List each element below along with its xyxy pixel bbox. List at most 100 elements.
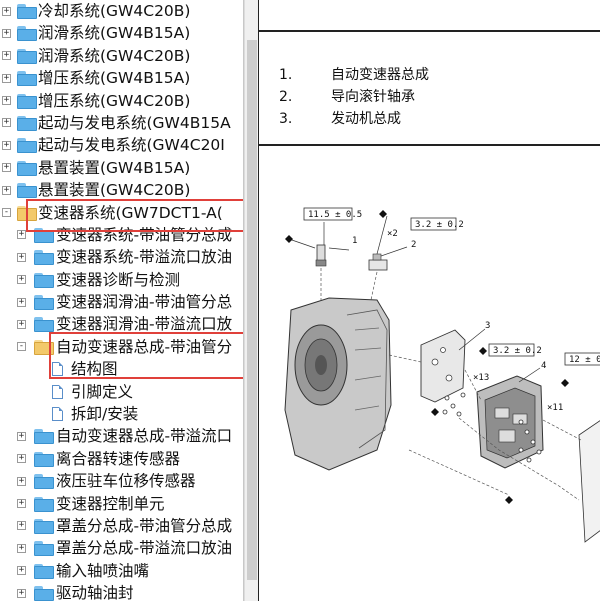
expand-toggle-icon[interactable]: + <box>17 565 26 576</box>
torque-label-text: 3.2 ± 0.2 <box>415 220 464 230</box>
part-number: 1. <box>279 67 293 83</box>
scrollbar-thumb[interactable] <box>247 40 257 580</box>
tree-item[interactable]: + 液压驻车位移传感器 <box>0 470 243 492</box>
tree-item-label: 驱动轴油封 <box>56 584 134 601</box>
folder-open-icon <box>34 339 54 355</box>
quantity-label: ×2 <box>387 229 398 239</box>
divider-top <box>259 30 600 32</box>
collapse-toggle-icon[interactable]: - <box>17 341 26 352</box>
folder-icon <box>17 26 37 42</box>
tree-item-label: 拆卸/安装 <box>71 405 139 424</box>
expand-toggle-icon[interactable]: + <box>2 72 11 83</box>
callout-number: 1 <box>352 236 357 246</box>
expand-toggle-icon[interactable]: + <box>2 162 11 173</box>
tree-item[interactable]: + 润滑系统(GW4B15A) <box>0 22 243 44</box>
tree-item-label: 输入轴喷油嘴 <box>56 561 150 580</box>
folder-icon <box>17 160 37 176</box>
expand-toggle-icon[interactable]: + <box>2 139 11 150</box>
tree-item[interactable]: 拆卸/安装 <box>0 403 243 425</box>
tree-item[interactable]: +起动与发电系统(GW4B15A <box>0 112 243 134</box>
folder-icon <box>17 115 37 131</box>
tree-item[interactable]: + 变速器润滑油-带溢流口放 <box>0 313 243 335</box>
exploded-view-diagram: 11.5 ± 0.5 3.2 ± 0.2 3.2 ± 0.2 12 ± 0. 1… <box>284 207 600 543</box>
tree-item[interactable]: + 悬置装置(GW4B15A) <box>0 157 243 179</box>
tree-item[interactable]: +离合器转速传感器 <box>0 448 243 470</box>
expand-toggle-icon[interactable]: + <box>2 27 11 38</box>
part-number: 2. <box>279 89 293 105</box>
folder-icon <box>34 474 54 490</box>
tree-item-label: 自动变速器总成-带油管分 <box>56 337 233 356</box>
expand-toggle-icon[interactable]: + <box>17 475 26 486</box>
torque-label: 12 ± 0. <box>564 352 600 366</box>
tree-item-label: 润滑系统(GW4B15A) <box>38 24 191 43</box>
folder-icon <box>34 272 54 288</box>
tree-item-label: 冷却系统(GW4C20B) <box>38 2 191 20</box>
tree-item-label: 变速器润滑油-带溢流口放 <box>56 315 233 334</box>
expand-toggle-icon[interactable]: + <box>2 95 11 106</box>
tree-item[interactable]: + 冷却系统(GW4C20B) <box>0 0 243 22</box>
tree-item-label: 悬置装置(GW4B15A) <box>38 158 191 177</box>
tree-item[interactable]: - 自动变速器总成-带油管分 <box>0 336 243 358</box>
expand-toggle-icon[interactable]: + <box>17 542 26 553</box>
folder-icon <box>34 496 54 512</box>
tree-item[interactable]: +变速器系统-带溢流口放油 <box>0 246 243 268</box>
tree-scrollbar[interactable] <box>244 0 258 601</box>
tree-item[interactable]: +变速器系统-带油管分总成 <box>0 224 243 246</box>
expand-toggle-icon[interactable]: + <box>17 453 26 464</box>
expand-toggle-icon[interactable]: + <box>17 274 26 285</box>
expand-toggle-icon[interactable]: + <box>17 318 26 329</box>
tree-item[interactable]: + 输入轴喷油嘴 <box>0 560 243 582</box>
tree-item[interactable]: + 罩盖分总成-带油管分总成 <box>0 515 243 537</box>
expand-toggle-icon[interactable]: + <box>17 587 26 598</box>
expand-toggle-icon[interactable]: + <box>2 117 11 128</box>
tree-item[interactable]: +罩盖分总成-带溢流口放油 <box>0 537 243 559</box>
folder-icon <box>17 4 37 19</box>
tree-item-label: 罩盖分总成-带油管分总成 <box>56 516 233 535</box>
tree-item[interactable]: + 润滑系统(GW4C20B) <box>0 45 243 67</box>
callout-number: 3 <box>485 321 490 331</box>
tree-item[interactable]: 结构图 <box>0 358 243 380</box>
part-name: 发动机总成 <box>331 111 401 127</box>
tree-item[interactable]: +悬置装置(GW4C20B) <box>0 179 243 201</box>
expand-toggle-icon[interactable]: + <box>17 296 26 307</box>
expand-toggle-icon[interactable]: + <box>2 184 11 195</box>
tree-item[interactable]: +变速器控制单元 <box>0 493 243 515</box>
expand-toggle-icon[interactable]: + <box>2 50 11 61</box>
torque-label: 11.5 ± 0.5 <box>303 207 362 221</box>
tree-item[interactable]: 引脚定义 <box>0 381 243 403</box>
tree-item[interactable]: +变速器润滑油-带油管分总 <box>0 291 243 313</box>
document-icon <box>52 384 63 399</box>
torque-label-text: 3.2 ± 0.2 <box>493 346 542 356</box>
folder-icon <box>17 183 37 199</box>
tree-item[interactable]: - 变速器系统(GW7DCT1-A( <box>0 202 243 224</box>
torque-label-text: 12 ± 0. <box>569 355 600 365</box>
tree-item[interactable]: + 驱动轴油封 <box>0 582 243 601</box>
expand-toggle-icon[interactable]: + <box>17 229 26 240</box>
tree-item-label: 液压驻车位移传感器 <box>56 472 196 491</box>
tree-item-label: 起动与发电系统(GW4C20I <box>38 136 225 155</box>
tree-item-label: 润滑系统(GW4C20B) <box>38 46 191 65</box>
control-module <box>476 375 544 469</box>
folder-icon <box>17 138 37 154</box>
tree-item[interactable]: +增压系统(GW4C20B) <box>0 90 243 112</box>
tree-item-label: 变速器系统(GW7DCT1-A( <box>38 203 223 222</box>
cover-outline <box>578 420 600 543</box>
expand-toggle-icon[interactable]: + <box>2 5 11 16</box>
bolts <box>442 392 542 463</box>
tree-item[interactable]: + 增压系统(GW4B15A) <box>0 67 243 89</box>
expand-toggle-icon[interactable]: + <box>17 498 26 509</box>
callout-number: 4 <box>541 361 546 371</box>
folder-icon <box>34 227 54 243</box>
expand-toggle-icon[interactable]: + <box>17 251 26 262</box>
tree-item[interactable]: +自动变速器总成-带溢流口 <box>0 425 243 447</box>
part-name: 自动变速器总成 <box>331 67 429 83</box>
folder-icon <box>34 563 54 579</box>
document-icon <box>52 407 63 422</box>
tree-item[interactable]: + 起动与发电系统(GW4C20I <box>0 134 243 156</box>
expand-toggle-icon[interactable]: + <box>17 430 26 441</box>
tree-item-label: 增压系统(GW4B15A) <box>38 69 191 88</box>
tree-item[interactable]: +变速器诊断与检测 <box>0 269 243 291</box>
collapse-toggle-icon[interactable]: - <box>2 207 11 218</box>
valve-plate <box>420 329 466 403</box>
expand-toggle-icon[interactable]: + <box>17 520 26 531</box>
